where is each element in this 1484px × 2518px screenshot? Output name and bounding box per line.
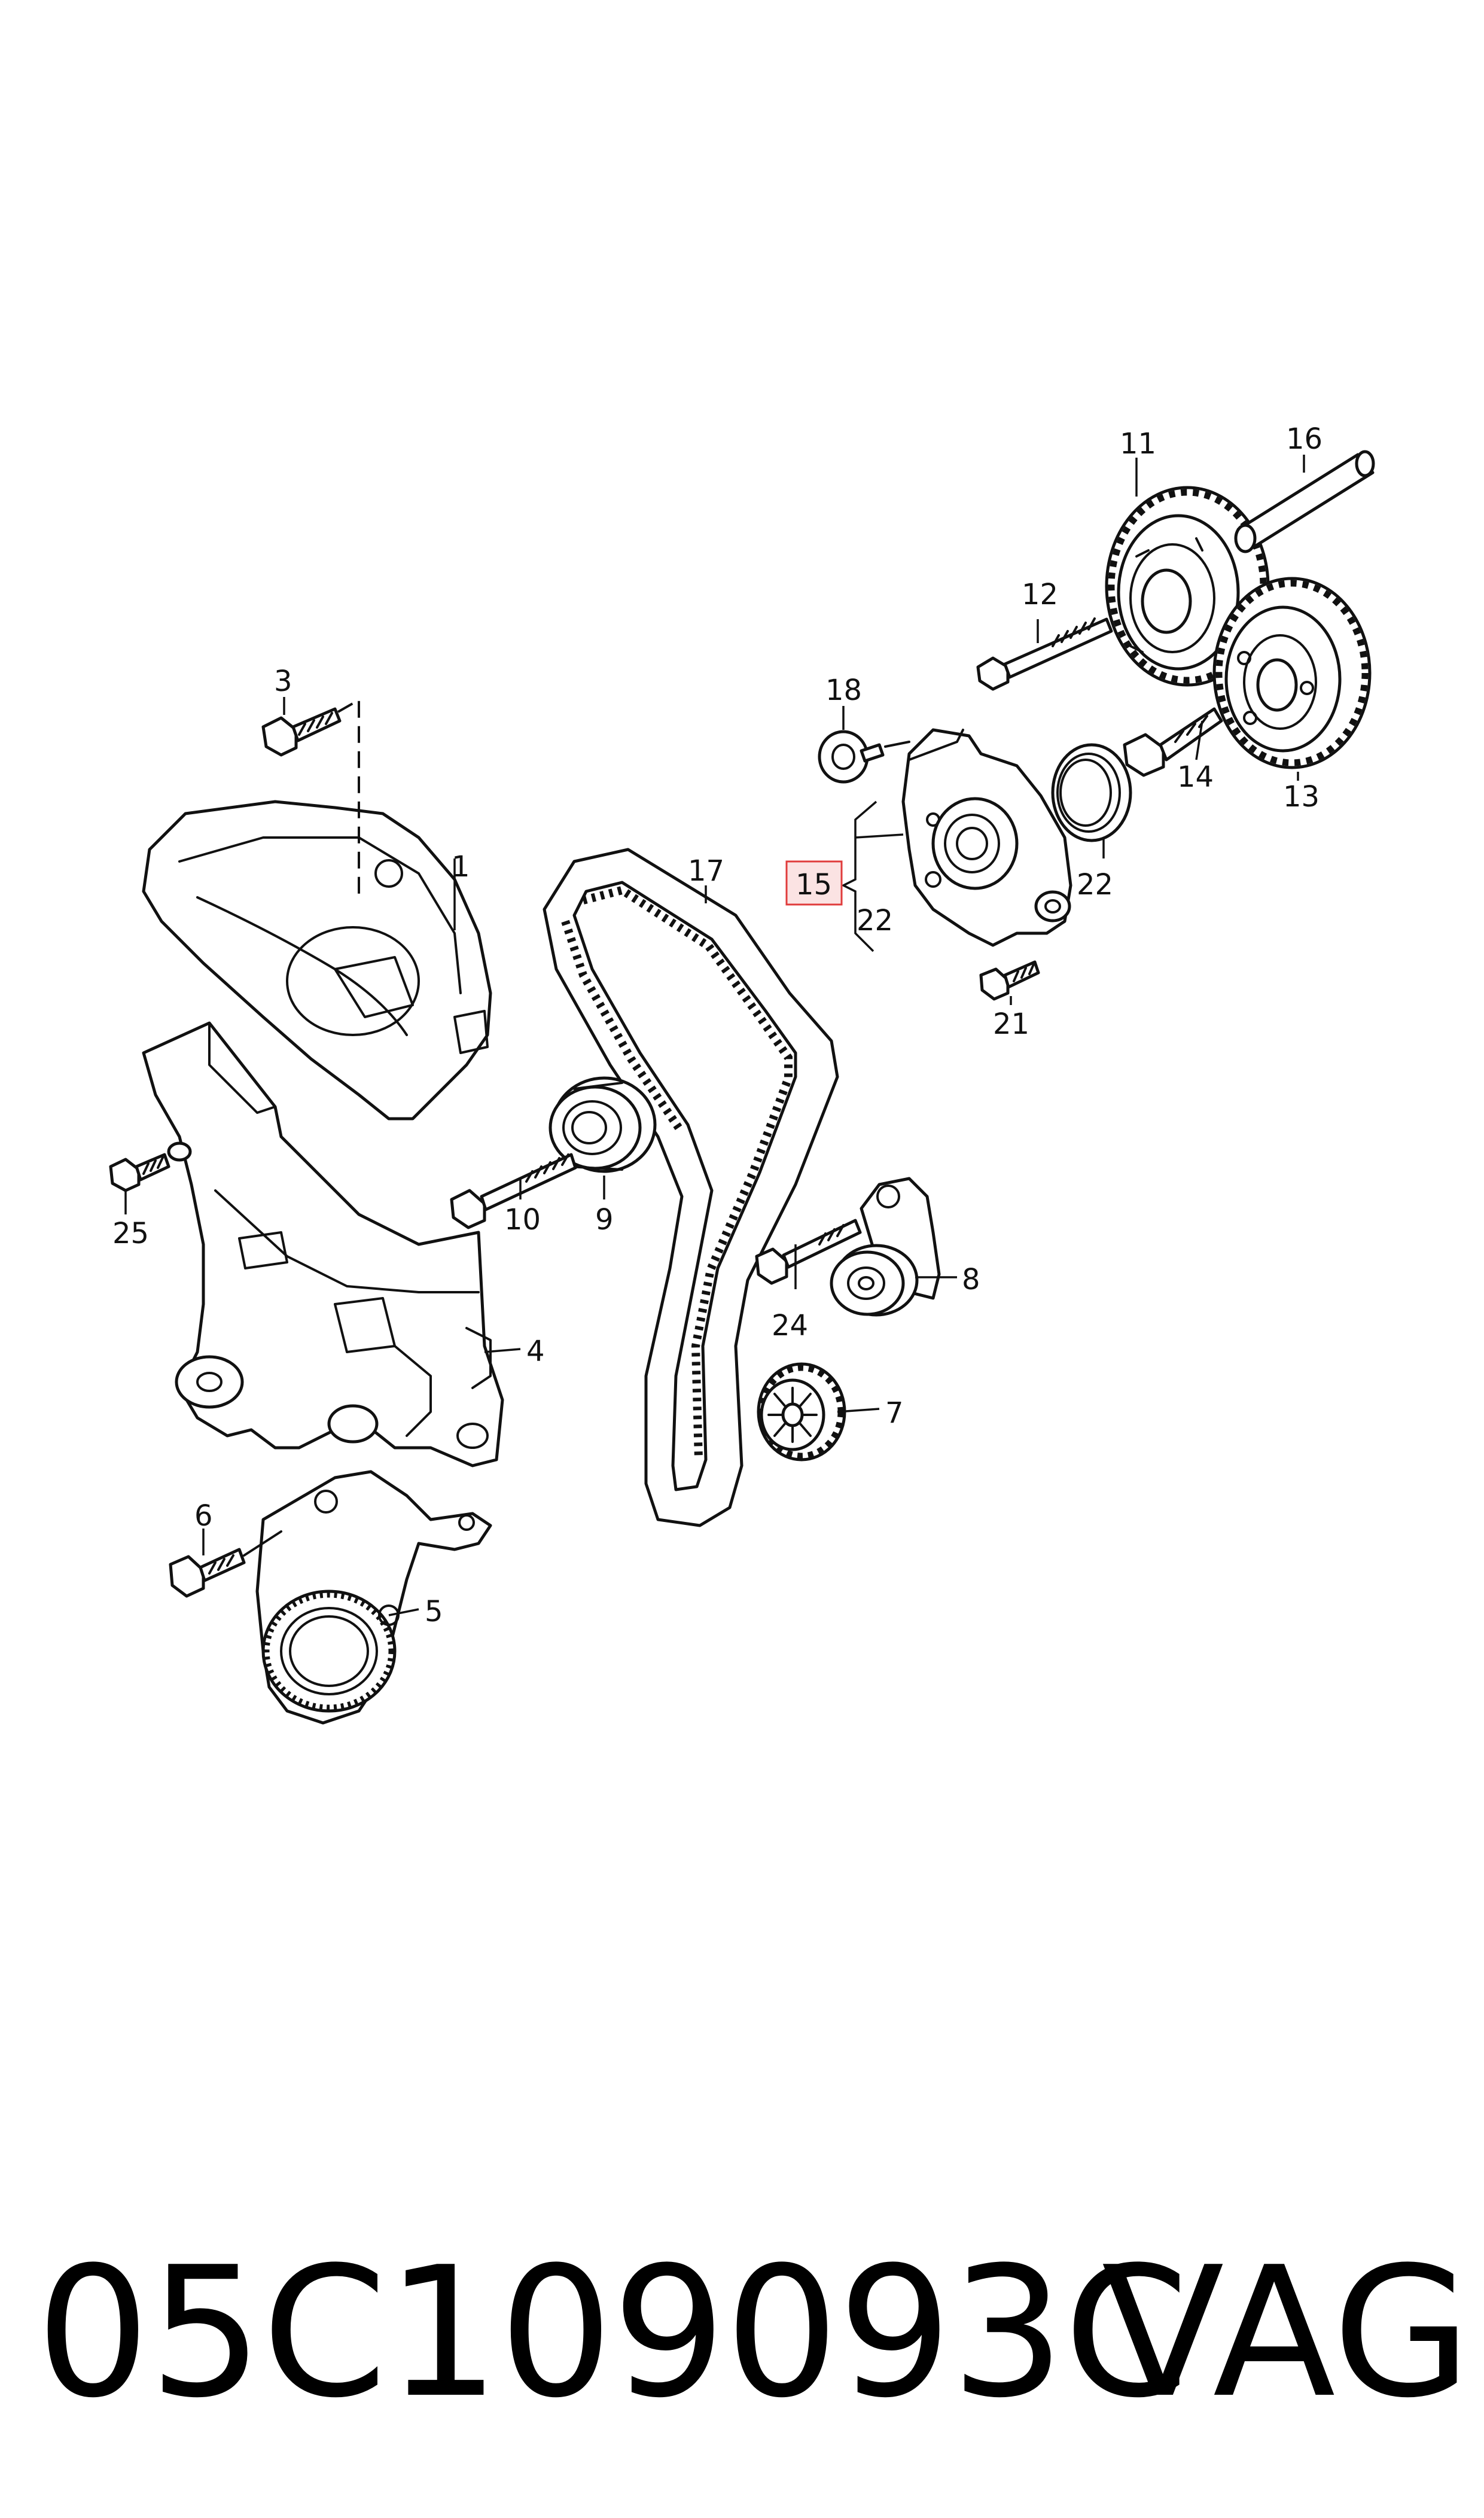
- callout-1: 1: [452, 850, 470, 884]
- bolt-12: [976, 617, 1113, 691]
- callout-6: 6: [194, 1499, 213, 1533]
- callout-9: 9: [595, 1203, 614, 1237]
- bolt-14: [1123, 707, 1223, 777]
- callout-4: 4: [526, 1335, 545, 1368]
- callout-11: 11: [1120, 427, 1156, 461]
- callout-7: 7: [885, 1396, 904, 1430]
- callout-14: 14: [1177, 760, 1214, 794]
- bolt-3: [261, 698, 360, 897]
- camshaft-sprocket-13: [1212, 577, 1372, 769]
- callout-5: 5: [425, 1595, 443, 1628]
- camshaft-adjuster-housing: [901, 728, 1072, 947]
- callout-13: 13: [1283, 780, 1320, 814]
- camshaft-sprocket-11: [1105, 486, 1270, 687]
- idler-pulley-with-bracket: [830, 1177, 941, 1317]
- callout-12: 12: [1022, 578, 1058, 611]
- leader-lines: [124, 455, 1305, 1616]
- callout-15-highlight: 15: [785, 860, 843, 906]
- callout-labels: 1 3 4 5 6 7 8 9 10 11 12 13 14 15 16 17 …: [112, 422, 1323, 1628]
- bolt-10: [450, 1153, 577, 1229]
- shaft-16: [1234, 450, 1375, 553]
- tensioner-pulley: [548, 1076, 657, 1173]
- callout-25: 25: [112, 1217, 149, 1250]
- callout-15-box: [785, 860, 843, 906]
- seal-ring: [1051, 743, 1132, 842]
- callout-18: 18: [825, 674, 862, 707]
- footer: 05C109093C VAG: [24, 2225, 1471, 2441]
- crankshaft-sprocket: [757, 1362, 846, 1462]
- callout-24: 24: [772, 1309, 808, 1342]
- timing-belt: [543, 848, 839, 1527]
- callout-22-left: 22: [857, 904, 893, 937]
- brand-name: VAG: [1101, 2228, 1471, 2437]
- callout-17: 17: [688, 854, 724, 888]
- callout-10: 10: [504, 1203, 541, 1237]
- callout-3: 3: [274, 665, 292, 698]
- bolt-25: [109, 1141, 192, 1192]
- bolt-18: [818, 730, 910, 784]
- bolt-21: [979, 960, 1040, 1001]
- part-number: 05C109093C: [36, 2228, 1189, 2437]
- bolt-6: [169, 1530, 282, 1598]
- callout-8: 8: [962, 1263, 980, 1296]
- callout-22-right: 22: [1077, 868, 1113, 902]
- bolt-24: [755, 1219, 862, 1285]
- rear-timing-cover: [142, 1021, 504, 1467]
- upper-timing-cover: [142, 800, 492, 1121]
- callout-16: 16: [1286, 422, 1323, 456]
- callout-21: 21: [993, 1007, 1029, 1041]
- lower-timing-cover: [255, 1470, 492, 1725]
- callout-15: 15: [796, 868, 832, 902]
